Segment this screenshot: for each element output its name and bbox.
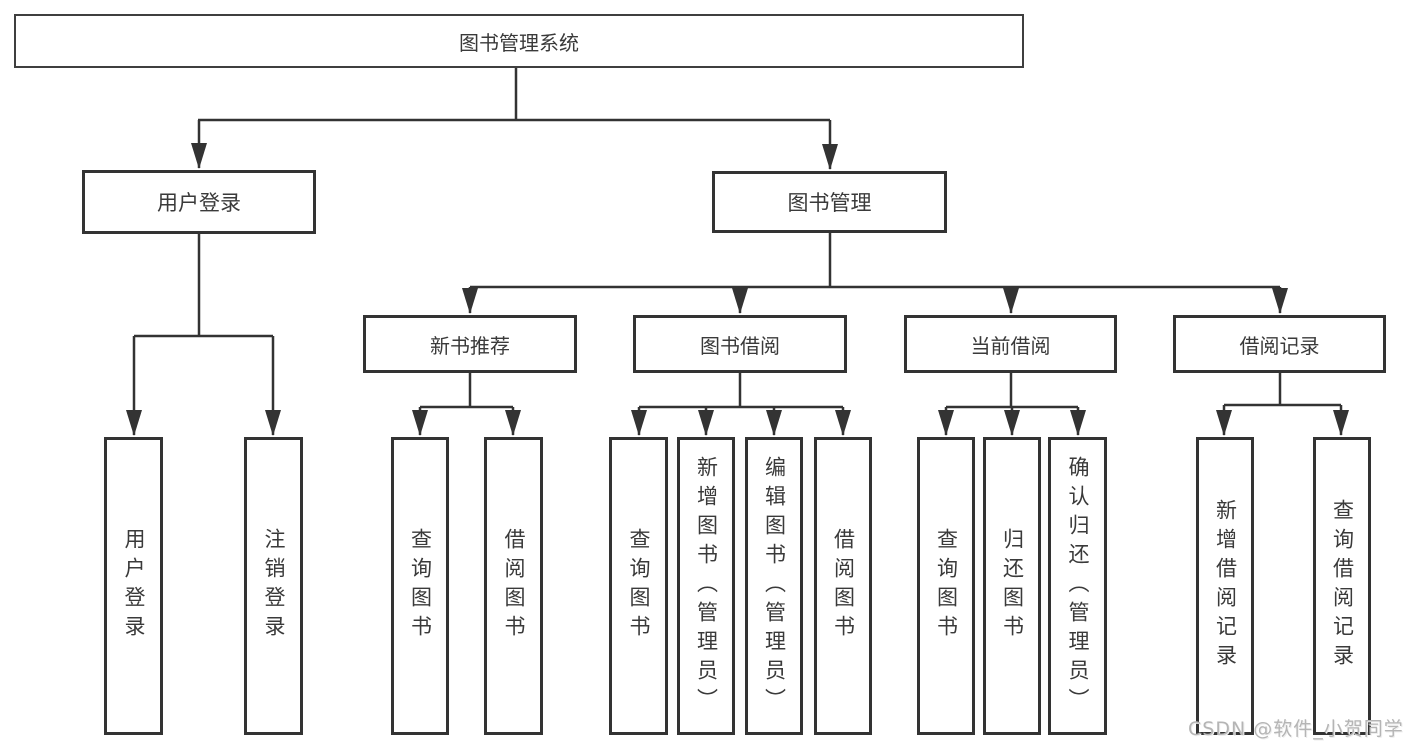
node-add-books-admin: 新增图书（管理员） (677, 437, 735, 735)
node-borrow-books-recommend: 借阅图书 (484, 437, 543, 735)
node-add-borrow-record: 新增借阅记录 (1196, 437, 1254, 735)
node-edit-books-admin: 编辑图书（管理员） (745, 437, 803, 735)
node-query-books-borrow: 查询图书 (609, 437, 668, 735)
node-query-books-current: 查询图书 (917, 437, 975, 735)
node-return-books: 归还图书 (983, 437, 1041, 735)
node-logout: 注销登录 (244, 437, 303, 735)
node-confirm-return-admin: 确认归还（管理员） (1048, 437, 1107, 735)
node-query-borrow-record: 查询借阅记录 (1313, 437, 1371, 735)
node-book-borrowing: 图书借阅 (633, 315, 847, 373)
connector-skeleton (134, 68, 1341, 409)
node-user-login-module: 用户登录 (82, 170, 316, 234)
node-borrow-books: 借阅图书 (814, 437, 872, 735)
node-current-borrowing: 当前借阅 (904, 315, 1117, 373)
node-new-book-recommendation: 新书推荐 (363, 315, 577, 373)
node-query-books-recommend: 查询图书 (391, 437, 449, 735)
node-borrowing-records: 借阅记录 (1173, 315, 1386, 373)
csdn-watermark: CSDN @软件_小贺同学 (1188, 718, 1404, 740)
node-library-management-system: 图书管理系统 (14, 14, 1024, 68)
node-book-management-module: 图书管理 (712, 171, 947, 233)
node-user-login: 用户登录 (104, 437, 163, 735)
